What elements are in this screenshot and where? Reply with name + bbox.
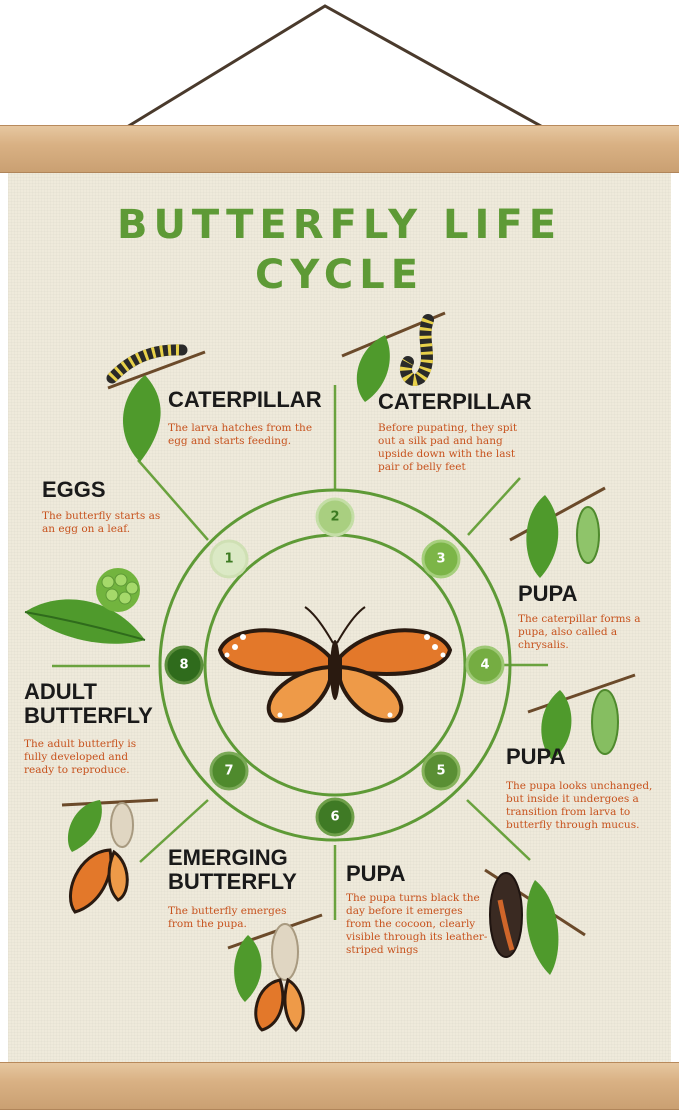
stage-node-3: 3 xyxy=(421,539,461,579)
stage-number-3: 3 xyxy=(436,552,445,567)
chrysalis-icon xyxy=(509,486,606,578)
stage-node-8: 8 xyxy=(164,645,204,685)
poster-title-line-2: CYCLE xyxy=(254,252,425,298)
stage-number-6: 6 xyxy=(330,810,339,825)
stage-5-heading: PUPA xyxy=(506,744,566,769)
bottom-wooden-rail xyxy=(0,1062,679,1110)
butterfly-icon xyxy=(61,798,159,914)
stage-3-heading: CATERPILLAR xyxy=(378,389,532,414)
stage-number-1: 1 xyxy=(224,552,233,567)
stage-6-heading: PUPA xyxy=(346,861,406,886)
poster-canvas xyxy=(8,150,671,1075)
connector-lines xyxy=(52,385,548,920)
stage-6-description: The pupa turns black the day before it e… xyxy=(346,892,488,956)
stage-number-8: 8 xyxy=(179,658,188,673)
stage-7-description: The butterfly emerges from the pupa. xyxy=(168,905,287,930)
egg-cluster-icon xyxy=(24,568,146,644)
chrysalis-icon xyxy=(484,868,586,975)
poster-title-line-1: BUTTERFLY LIFE xyxy=(116,202,563,248)
stage-8-description: The adult butterfly is fully developed a… xyxy=(24,738,137,776)
stage-number-2: 2 xyxy=(330,510,339,525)
top-wooden-rail xyxy=(0,125,679,173)
stage-node-5: 5 xyxy=(421,751,461,791)
stage-number-5: 5 xyxy=(436,764,445,779)
stage-node-1: 1 xyxy=(209,539,249,579)
stage-1-description: The butterfly starts as an egg on a leaf… xyxy=(42,510,161,535)
stage-node-6: 6 xyxy=(315,797,355,837)
stage-7-heading: EMERGING BUTTERFLY xyxy=(168,845,297,894)
stage-4-heading: PUPA xyxy=(518,581,578,606)
stage-number-7: 7 xyxy=(224,764,233,779)
outer-ring xyxy=(158,488,512,842)
stage-5-description: The pupa looks unchanged, but inside it … xyxy=(506,780,653,831)
stage-1-heading: EGGS xyxy=(42,477,106,502)
caterpillar-icon xyxy=(341,311,446,402)
stage-3-description: Before pupating, they spit out a silk pa… xyxy=(378,422,518,473)
stage-8-heading: ADULT BUTTERFLY xyxy=(24,679,153,728)
butterfly-icon xyxy=(217,606,453,723)
stage-2-heading: CATERPILLAR xyxy=(168,387,322,412)
stage-node-4: 4 xyxy=(465,645,505,685)
caterpillar-icon xyxy=(106,344,206,462)
chrysalis-icon xyxy=(527,673,636,760)
stage-node-7: 7 xyxy=(209,751,249,791)
stage-number-4: 4 xyxy=(480,658,489,673)
hanger-string xyxy=(121,4,549,132)
butterfly-icon xyxy=(227,913,323,1032)
stage-node-2: 2 xyxy=(315,497,355,537)
stage-2-description: The larva hatches from the egg and start… xyxy=(168,422,313,447)
stage-4-description: The caterpillar forms a pupa, also calle… xyxy=(518,613,641,651)
